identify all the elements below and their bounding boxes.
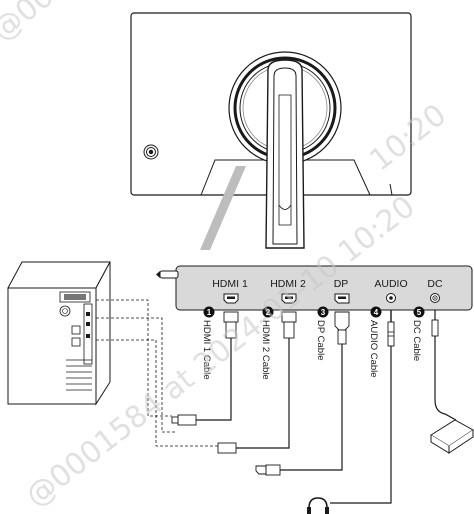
port-label-audio: AUDIO (374, 278, 407, 290)
hdmi2-port-icon (281, 293, 297, 304)
monitor-back (130, 12, 412, 249)
pc-dashed-links (96, 299, 218, 447)
cable-label-dp: DP Cable (315, 320, 326, 361)
audio-port-icon (386, 293, 396, 303)
dp-port-icon (334, 293, 350, 304)
audio-cable (330, 310, 395, 504)
watermark-top: @000 (0, 0, 76, 48)
cable-badge-3: 3 (317, 306, 329, 318)
port-panel: HDMI 1 HDMI 2 DP AUDIO DC (156, 265, 473, 311)
stand-neck (265, 59, 305, 249)
dc-cable (431, 310, 457, 421)
cable-badge-1: 1 (203, 306, 215, 318)
hdmi2-cable (217, 311, 297, 454)
headphones-icon (307, 497, 329, 514)
dc-port-icon (430, 293, 440, 303)
hdmi1-port-icon (223, 293, 239, 304)
cable-label-hdmi1: HDMI 1 Cable (201, 320, 212, 380)
svg-text:3: 3 (321, 308, 326, 317)
port-label-dc: DC (427, 278, 443, 290)
svg-text:1: 1 (207, 308, 212, 317)
cable-label-hdmi2: HDMI 2 Cable (260, 320, 271, 380)
dp-cable (255, 311, 350, 476)
port-label-dp: DP (334, 278, 349, 290)
computer-tower-icon (7, 261, 111, 406)
cable-badge-2: 2 (262, 306, 274, 318)
port-label-hdmi2: HDMI 2 (270, 278, 306, 290)
cable-label-dc: DC Cable (411, 320, 422, 361)
svg-text:4: 4 (374, 308, 379, 317)
callout-beam (200, 166, 246, 250)
cable-badge-4: 4 (370, 306, 382, 318)
svg-text:2: 2 (266, 308, 271, 317)
joystick-button (143, 144, 159, 160)
power-adapter-icon (430, 419, 474, 454)
port-label-hdmi1: HDMI 1 (212, 278, 248, 290)
cable-label-audio: AUDIO Cable (368, 320, 379, 378)
hdmi1-cable (171, 311, 239, 426)
cable-badge-5: 5 (413, 306, 425, 318)
svg-text:5: 5 (417, 308, 422, 317)
